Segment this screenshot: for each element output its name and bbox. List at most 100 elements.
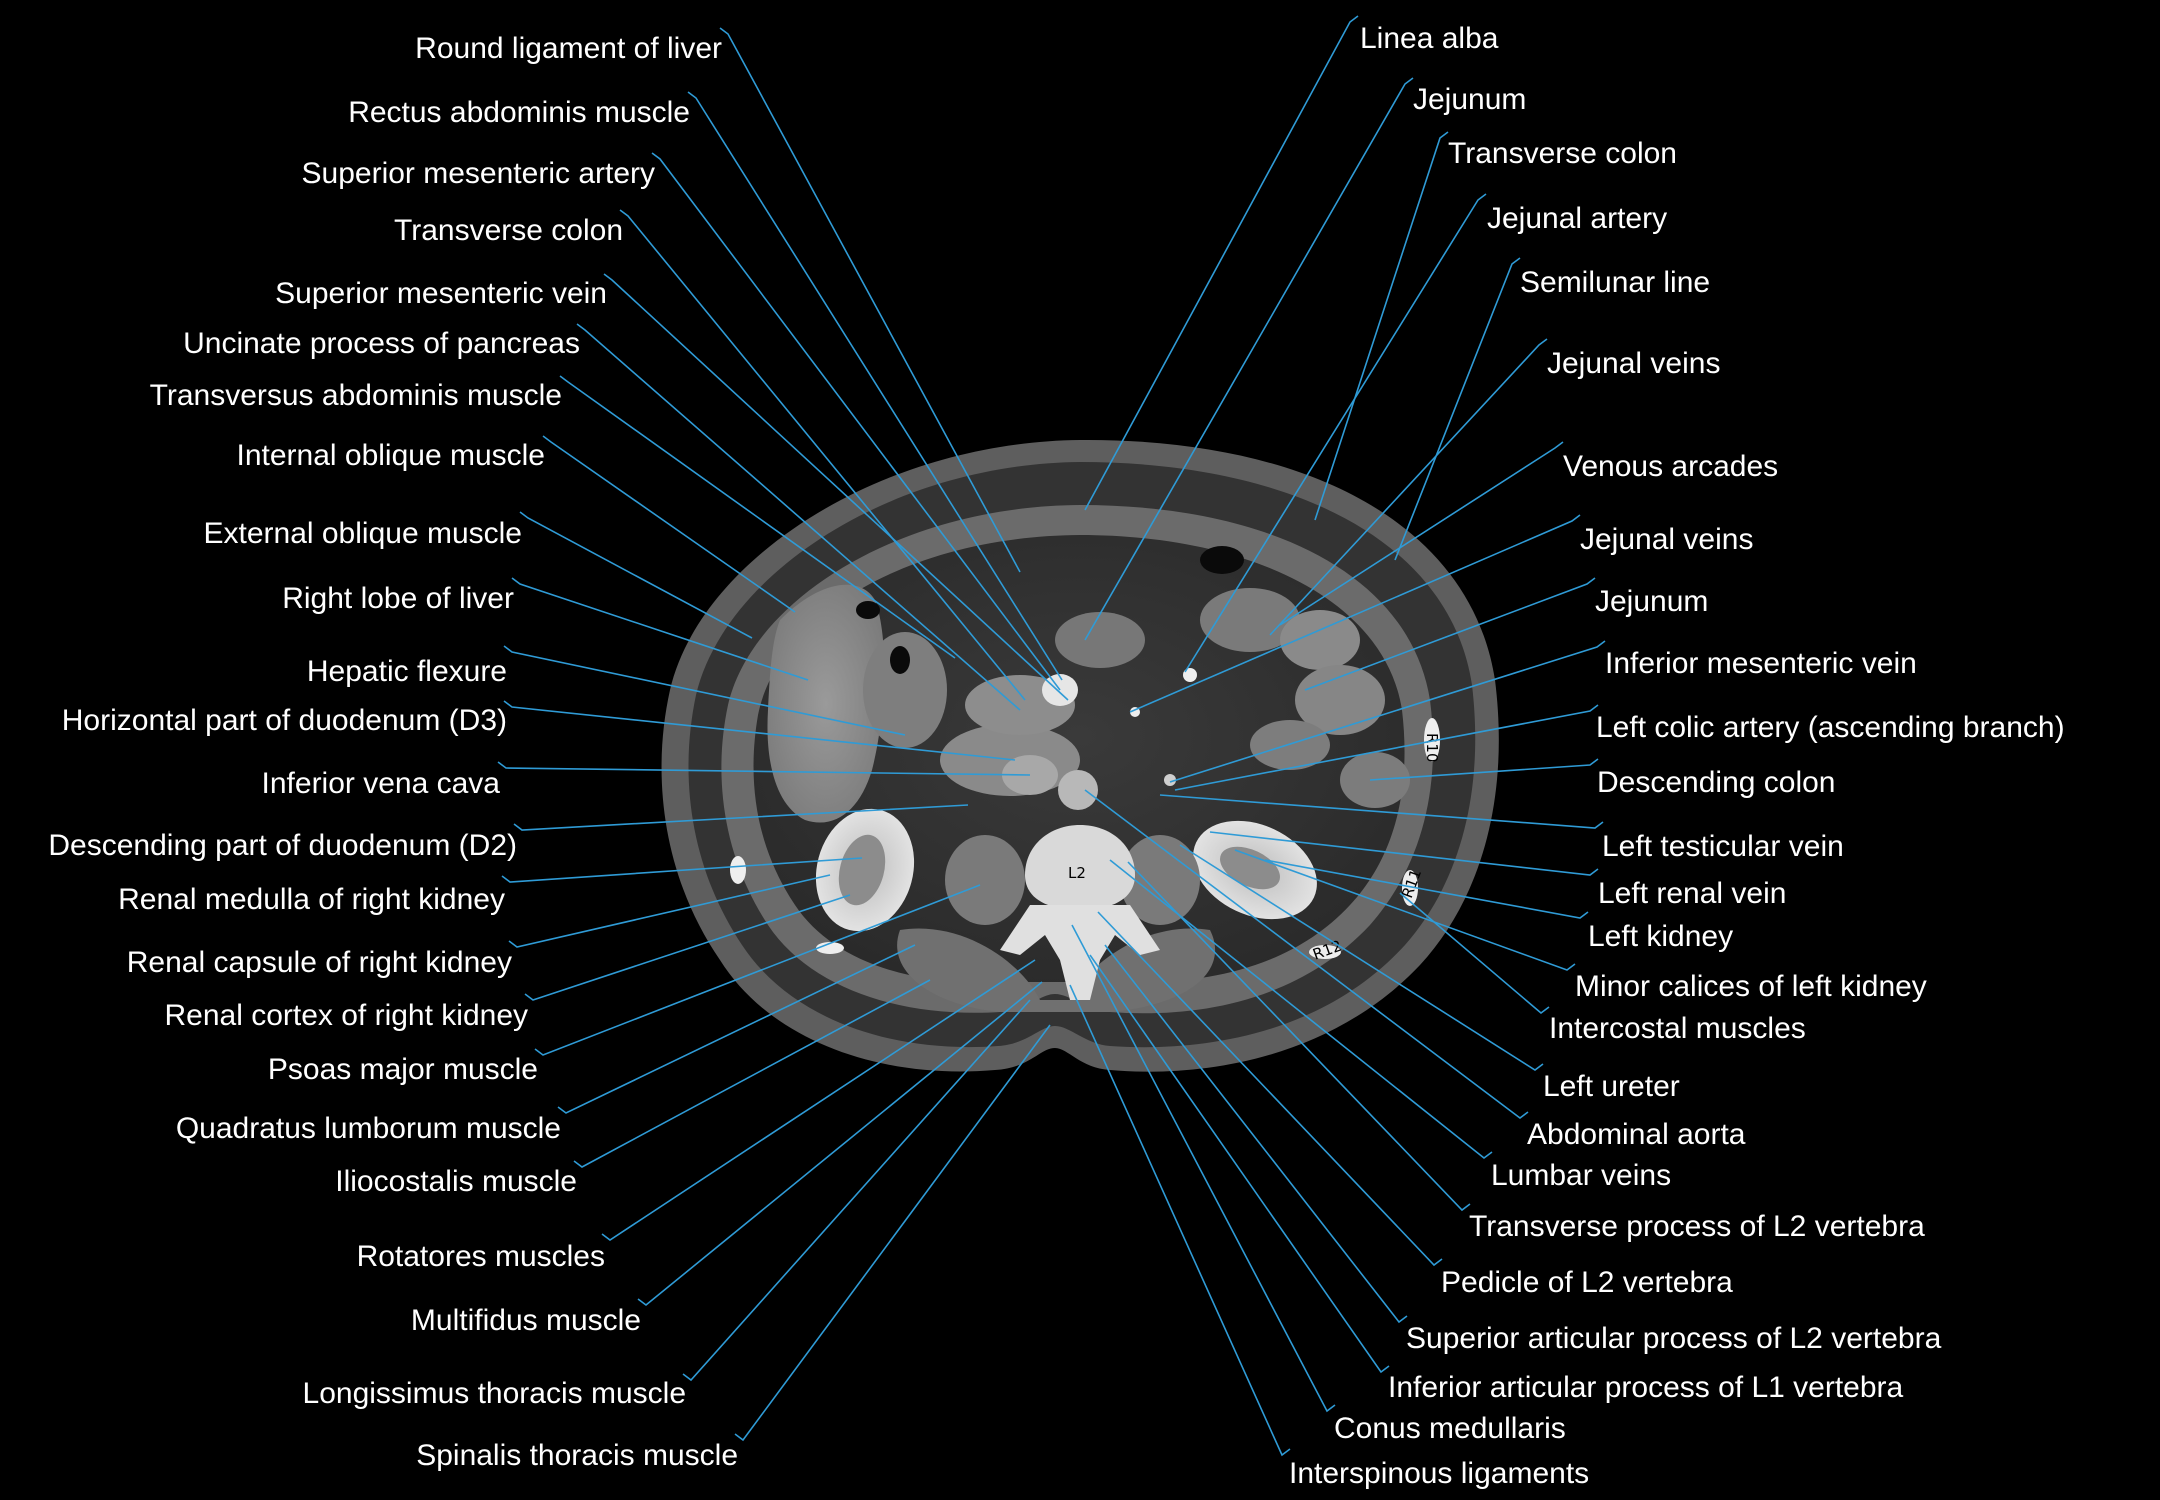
jejunum-loop-4 <box>1250 720 1330 770</box>
right-lobe-of-liver <box>767 584 885 823</box>
label-left-colic-artery: Left colic artery (ascending branch) <box>1596 711 2065 744</box>
label-rotatores-muscles: Rotatores muscles <box>357 1240 605 1273</box>
label-uncinate-process-of-pancreas: Uncinate process of pancreas <box>183 327 580 360</box>
rib-left-3 <box>1309 945 1341 959</box>
leader-line-left-20 <box>601 959 1036 1241</box>
label-hepatic-flexure: Hepatic flexure <box>307 655 507 688</box>
label-rectus-abdominis-muscle: Rectus abdominis muscle <box>348 96 690 129</box>
rib-right-2 <box>816 942 844 954</box>
label-renal-medulla-of-right-kidney: Renal medulla of right kidney <box>118 883 505 916</box>
leader-line-right-9 <box>1169 640 1606 783</box>
label-linea-alba: Linea alba <box>1360 22 1499 55</box>
left-kidney-medulla <box>1220 846 1280 890</box>
leader-line-right-21 <box>1097 911 1443 1267</box>
labels-right: Linea alba Jejunum Transverse colon Jeju… <box>1289 22 2065 1490</box>
label-jejunum-1: Jejunum <box>1413 83 1526 116</box>
label-longissimus-thoracis-muscle: Longissimus thoracis muscle <box>303 1377 686 1410</box>
label-transversus-abdominis-muscle: Transversus abdominis muscle <box>150 379 562 412</box>
leader-line-right-15 <box>1234 849 1576 971</box>
label-left-kidney: Left kidney <box>1588 920 1733 953</box>
leader-line-left-8 <box>519 511 753 639</box>
label-quadratus-lumborum-muscle: Quadratus lumborum muscle <box>176 1112 561 1145</box>
label-semilunar-line: Semilunar line <box>1520 266 1710 299</box>
transverse-colon-gas-right <box>890 646 910 674</box>
label-spinalis-thoracis-muscle: Spinalis thoracis muscle <box>416 1439 738 1472</box>
leader-line-left-11 <box>503 700 1016 761</box>
rib-marker-r10: R10 <box>1423 733 1441 763</box>
label-psoas-major-muscle: Psoas major muscle <box>268 1053 538 1086</box>
label-inferior-mesenteric-vein: Inferior mesenteric vein <box>1605 647 1917 680</box>
label-transverse-process-of-l2: Transverse process of L2 vertebra <box>1469 1210 1925 1243</box>
leader-line-right-16 <box>1399 892 1550 1015</box>
leader-line-left-16 <box>524 894 851 1001</box>
label-jejunal-veins-1: Jejunal veins <box>1547 347 1720 380</box>
label-superior-mesenteric-artery: Superior mesenteric artery <box>302 157 655 190</box>
leader-line-left-12 <box>497 761 1031 776</box>
leader-line-left-18 <box>557 944 916 1114</box>
label-pedicle-of-l2: Pedicle of L2 vertebra <box>1441 1266 1733 1299</box>
leader-line-left-17 <box>534 884 981 1056</box>
leader-line-right-8 <box>1304 577 1596 691</box>
label-horizontal-part-of-duodenum: Horizontal part of duodenum (D3) <box>62 704 507 737</box>
leader-line-left-9 <box>511 577 809 681</box>
bowel-gas-1 <box>856 601 880 619</box>
leader-line-left-14 <box>501 857 863 883</box>
labels-left: Round ligament of liver Rectus abdominis… <box>48 32 738 1472</box>
leader-line-left-6 <box>559 375 956 659</box>
leader-line-left-13 <box>513 804 969 831</box>
label-descending-colon: Descending colon <box>1597 766 1836 799</box>
leader-line-left-1 <box>687 91 1063 681</box>
leader-line-right-25 <box>1069 984 1291 1457</box>
leader-line-left-0 <box>719 27 1021 573</box>
leader-line-left-10 <box>503 645 906 736</box>
label-abdominal-aorta: Abdominal aorta <box>1527 1118 1746 1151</box>
l2-vertebral-body <box>1025 825 1135 910</box>
label-superior-mesenteric-vein: Superior mesenteric vein <box>275 277 607 310</box>
label-external-oblique-muscle: External oblique muscle <box>203 517 522 550</box>
leader-line-left-21 <box>637 981 1043 1307</box>
leader-line-left-19 <box>573 979 931 1168</box>
label-inferior-articular-process-of-l1: Inferior articular process of L1 vertebr… <box>1388 1371 1904 1404</box>
leader-line-right-23 <box>1089 954 1390 1374</box>
psoas-major-right <box>945 835 1025 925</box>
leader-line-right-12 <box>1159 794 1604 829</box>
ct-scan-image: L2 R10 R11 R12 <box>661 439 1499 1072</box>
jejunum-loop-2 <box>1280 610 1360 670</box>
leader-line-right-11 <box>1369 758 1599 781</box>
leader-line-right-17 <box>1179 844 1544 1071</box>
leader-line-right-3 <box>1184 193 1487 673</box>
leader-line-left-22 <box>682 999 1031 1382</box>
leader-line-left-4 <box>603 273 1069 701</box>
label-venous-arcades: Venous arcades <box>1563 450 1778 483</box>
rib-left-1 <box>1424 718 1440 762</box>
posterior-elements <box>1000 905 1160 1000</box>
label-jejunum-2: Jejunum <box>1595 585 1708 618</box>
label-minor-calices-of-left-kidney: Minor calices of left kidney <box>1575 970 1927 1003</box>
label-renal-capsule-of-right-kidney: Renal capsule of right kidney <box>127 946 512 979</box>
leader-line-right-14 <box>1264 859 1589 919</box>
label-internal-oblique-muscle: Internal oblique muscle <box>236 439 545 472</box>
leader-line-right-2 <box>1314 131 1449 521</box>
jejunum-gas <box>1200 546 1244 574</box>
leader-line-right-5 <box>1269 338 1548 636</box>
label-inferior-vena-cava: Inferior vena cava <box>262 767 501 800</box>
label-transverse-colon-left: Transverse colon <box>394 214 623 247</box>
leader-line-left-7 <box>542 435 796 613</box>
label-lumbar-veins: Lumbar veins <box>1491 1159 1671 1192</box>
label-transverse-colon-right: Transverse colon <box>1448 137 1677 170</box>
leader-line-right-1 <box>1084 77 1414 641</box>
label-jejunal-artery: Jejunal artery <box>1487 202 1667 235</box>
leader-line-right-20 <box>1127 861 1471 1212</box>
label-left-renal-vein: Left renal vein <box>1598 877 1786 910</box>
label-interspinous-ligaments: Interspinous ligaments <box>1289 1457 1589 1490</box>
leader-line-left-2 <box>651 152 1061 691</box>
label-iliocostalis-muscle: Iliocostalis muscle <box>335 1165 577 1198</box>
label-conus-medullaris: Conus medullaris <box>1334 1412 1566 1445</box>
leader-line-left-5 <box>576 323 1021 711</box>
jejunum-loop-1 <box>1200 588 1300 652</box>
label-descending-part-of-duodenum: Descending part of duodenum (D2) <box>48 829 517 862</box>
jejunum-loop-3 <box>1295 665 1385 735</box>
hepatic-flexure <box>863 632 947 748</box>
abdominal-aorta <box>1058 770 1098 810</box>
leader-line-right-4 <box>1394 257 1521 561</box>
